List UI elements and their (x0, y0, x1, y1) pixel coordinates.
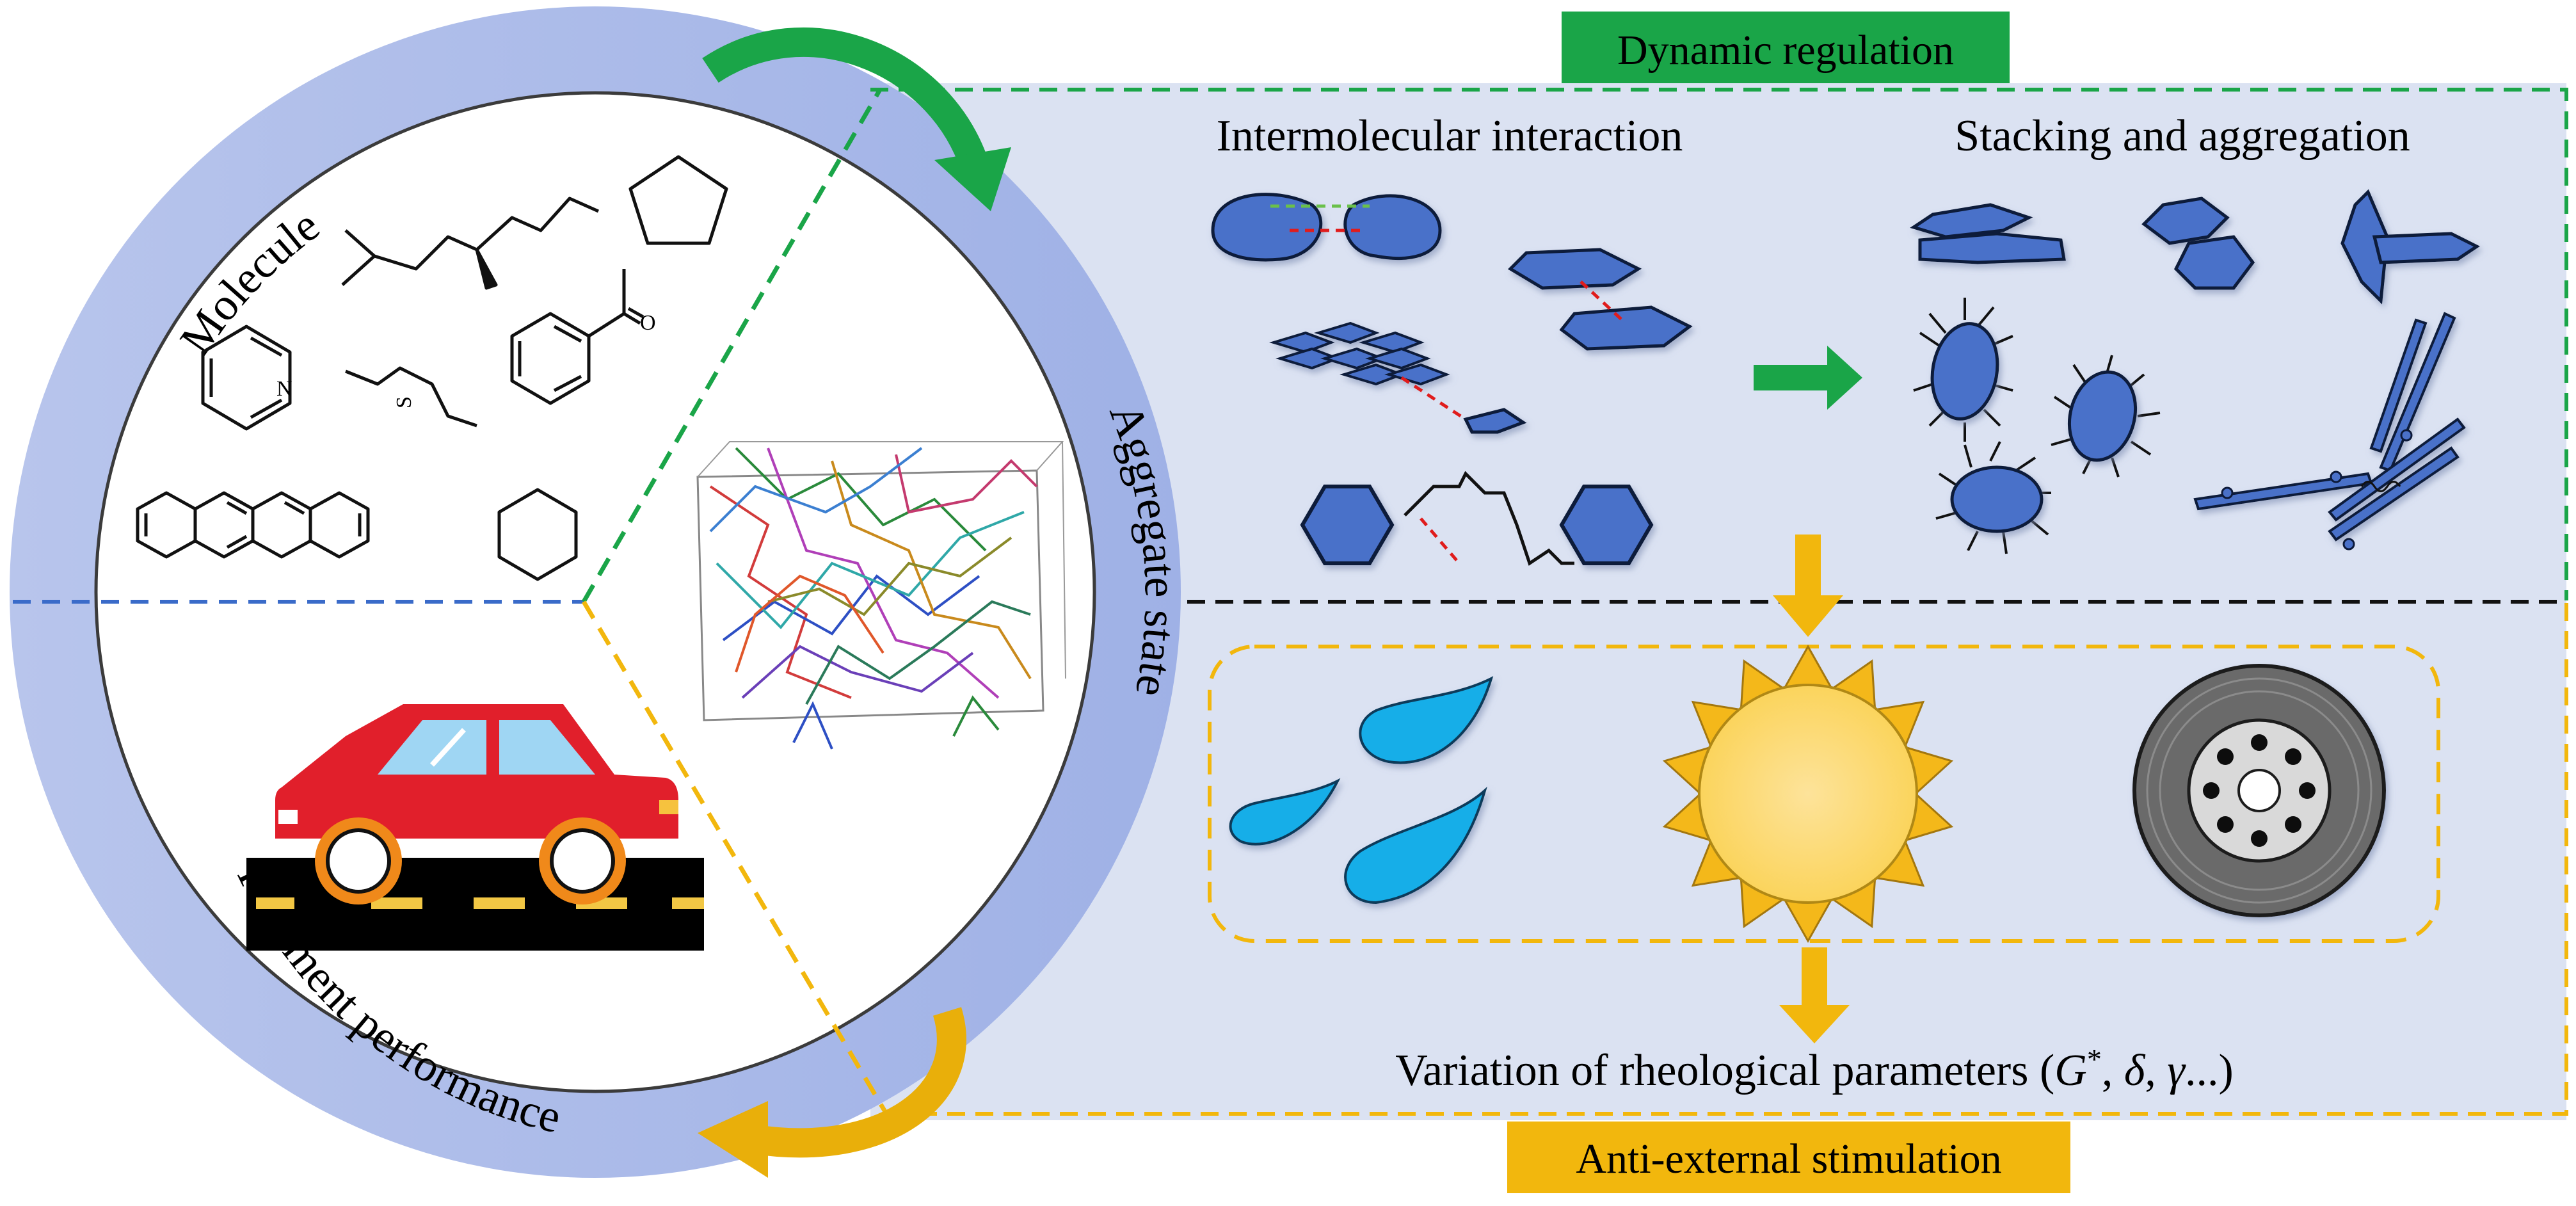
aggregate-ellipses (1930, 322, 2138, 533)
water-drop-icon (1229, 676, 1494, 904)
atom-oxygen: O (640, 311, 656, 335)
atom-sulfur: S (392, 396, 416, 408)
stimulation-box (1208, 645, 2440, 943)
anti-external-border (883, 603, 2568, 1116)
divider-green (581, 88, 883, 603)
down-gold-arrow-icon (1773, 535, 1843, 637)
dynamic-regulation-border (870, 88, 2568, 600)
intermolecular-shapes (1211, 193, 1693, 434)
dynamic-regulation-box (1562, 12, 2010, 83)
sun-icon (1662, 644, 1954, 944)
stacked-bars-shape (2193, 312, 2466, 542)
dynamic-regulation-label: Dynamic regulation (1617, 27, 1954, 74)
tire-icon (2132, 664, 2386, 917)
divider-gold (581, 600, 889, 1115)
down-gold-arrow-icon-2 (1779, 947, 1850, 1043)
anti-external-label: Anti-external stimulation (1576, 1136, 2001, 1182)
molecule-structures (136, 155, 728, 581)
curved-gold-arrow-icon (698, 1007, 966, 1178)
intermolecular-interaction-heading: Intermolecular interaction (1217, 111, 1683, 161)
stacking-aggregation-heading: Stacking and aggregation (1955, 111, 2410, 161)
atom-nitrogen: N (276, 377, 292, 401)
stacking-shapes (1910, 189, 2480, 305)
interaction-dashes (1270, 204, 1627, 565)
coronene-shape (1269, 321, 1450, 386)
aggregate-particles (1913, 298, 2161, 554)
anti-external-box (1507, 1122, 2070, 1193)
car-icon (246, 704, 704, 951)
right-green-arrow-icon (1754, 346, 1862, 410)
rheological-parameters-label: Variation of rheological parameters (G*,… (1395, 1043, 2234, 1096)
curved-green-arrow-icon (702, 27, 1011, 211)
molecular-model-icon (696, 441, 1066, 750)
linked-hexagons-shape (1300, 470, 1654, 566)
stacked-bars-details (2221, 429, 2413, 551)
